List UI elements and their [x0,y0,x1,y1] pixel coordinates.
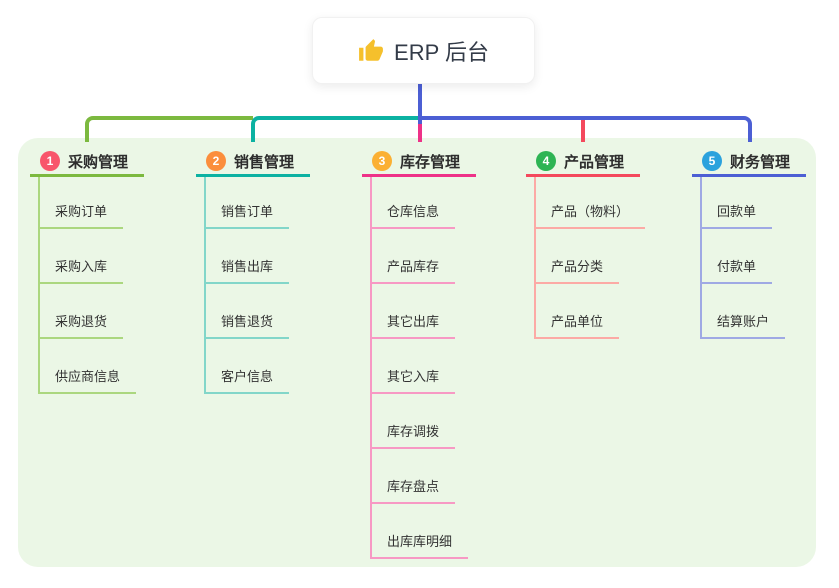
child-node[interactable]: 采购退货 [40,284,124,339]
child-node[interactable]: 库存盘点 [372,449,456,504]
child-node[interactable]: 采购入库 [40,229,124,284]
child-node[interactable]: 销售订单 [206,177,290,229]
child-node-label: 库存盘点 [387,479,440,494]
branch-label: 库存管理 [400,153,461,171]
child-node-label: 库存调拨 [387,424,440,439]
branch-title[interactable]: 5 财务管理 [692,146,806,177]
child-node-label: 出库库明细 [387,534,453,549]
child-node[interactable]: 产品分类 [536,229,620,284]
branch-children: 销售订单销售出库销售退货客户信息 [204,177,310,394]
child-node-label: 仓库信息 [387,204,440,219]
child-node-label: 销售订单 [221,204,274,219]
branch-children: 采购订单采购入库采购退货供应商信息 [38,177,144,394]
thumbs-up-icon [358,38,384,64]
branch-number-badge: 1 [40,151,60,171]
child-node[interactable]: 产品（物料） [536,177,646,229]
child-node[interactable]: 结算账户 [702,284,786,339]
child-node[interactable]: 付款单 [702,229,773,284]
child-node-label: 回款单 [717,204,757,219]
child-node-label: 产品库存 [387,259,440,274]
branch-label: 产品管理 [564,153,625,171]
branch-4: 4 产品管理产品（物料） 产品分类产品单位 [526,146,646,339]
child-node-label: 采购订单 [55,204,108,219]
branches-panel: 1 采购管理采购订单采购入库采购退货供应商信息 2 销售管理销售订单销售出库销售退货客… [18,138,816,567]
connector-branch-5 [420,116,752,142]
branch-title[interactable]: 1 采购管理 [30,146,144,177]
branch-1: 1 采购管理采购订单采购入库采购退货供应商信息 [30,146,144,394]
child-node[interactable]: 销售出库 [206,229,290,284]
branch-number-badge: 5 [702,151,722,171]
root-node[interactable]: ERP 后台 [312,17,535,84]
branch-title[interactable]: 3 库存管理 [362,146,476,177]
branch-2: 2 销售管理销售订单销售出库销售退货客户信息 [196,146,310,394]
child-node-label: 付款单 [717,259,757,274]
child-node[interactable]: 客户信息 [206,339,290,394]
child-node[interactable]: 产品库存 [372,229,456,284]
child-node-label: 结算账户 [717,314,770,329]
child-node[interactable]: 出库库明细 [372,504,469,559]
child-node-label: 产品（物料） [551,204,630,219]
root-label: ERP 后台 [394,39,489,65]
child-node-label: 产品分类 [551,259,604,274]
child-node[interactable]: 采购订单 [40,177,124,229]
child-node-label: 供应商信息 [55,369,121,384]
branch-title[interactable]: 2 销售管理 [196,146,310,177]
branch-number-badge: 3 [372,151,392,171]
connector-branch-2 [251,116,420,142]
branch-label: 财务管理 [730,153,791,171]
branch-3: 3 库存管理仓库信息产品库存其它出库其它入库库存调拨库存盘点出库库明细 [362,146,476,559]
child-node[interactable]: 其它入库 [372,339,456,394]
branch-children: 仓库信息产品库存其它出库其它入库库存调拨库存盘点出库库明细 [370,177,476,559]
branch-5: 5 财务管理回款单付款单结算账户 [692,146,806,339]
child-node-label: 产品单位 [551,314,604,329]
child-node-label: 客户信息 [221,369,274,384]
child-node-label: 其它出库 [387,314,440,329]
branch-number-badge: 4 [536,151,556,171]
child-node[interactable]: 回款单 [702,177,773,229]
child-node[interactable]: 仓库信息 [372,177,456,229]
child-node[interactable]: 产品单位 [536,284,620,339]
child-node[interactable]: 销售退货 [206,284,290,339]
child-node-label: 其它入库 [387,369,440,384]
child-node-label: 销售退货 [221,314,274,329]
child-node[interactable]: 库存调拨 [372,394,456,449]
branch-label: 销售管理 [234,153,295,171]
child-node[interactable]: 供应商信息 [40,339,137,394]
connector-branch-3 [418,120,422,142]
connector-branch-1 [85,116,253,142]
connector-branch-4 [581,116,585,142]
branch-children: 回款单付款单结算账户 [700,177,806,339]
child-node-label: 销售出库 [221,259,274,274]
branch-number-badge: 2 [206,151,226,171]
child-node-label: 采购入库 [55,259,108,274]
child-node-label: 采购退货 [55,314,108,329]
branch-title[interactable]: 4 产品管理 [526,146,640,177]
root-connector-line [418,80,422,124]
child-node[interactable]: 其它出库 [372,284,456,339]
branch-children: 产品（物料） 产品分类产品单位 [534,177,646,339]
branch-label: 采购管理 [68,153,129,171]
